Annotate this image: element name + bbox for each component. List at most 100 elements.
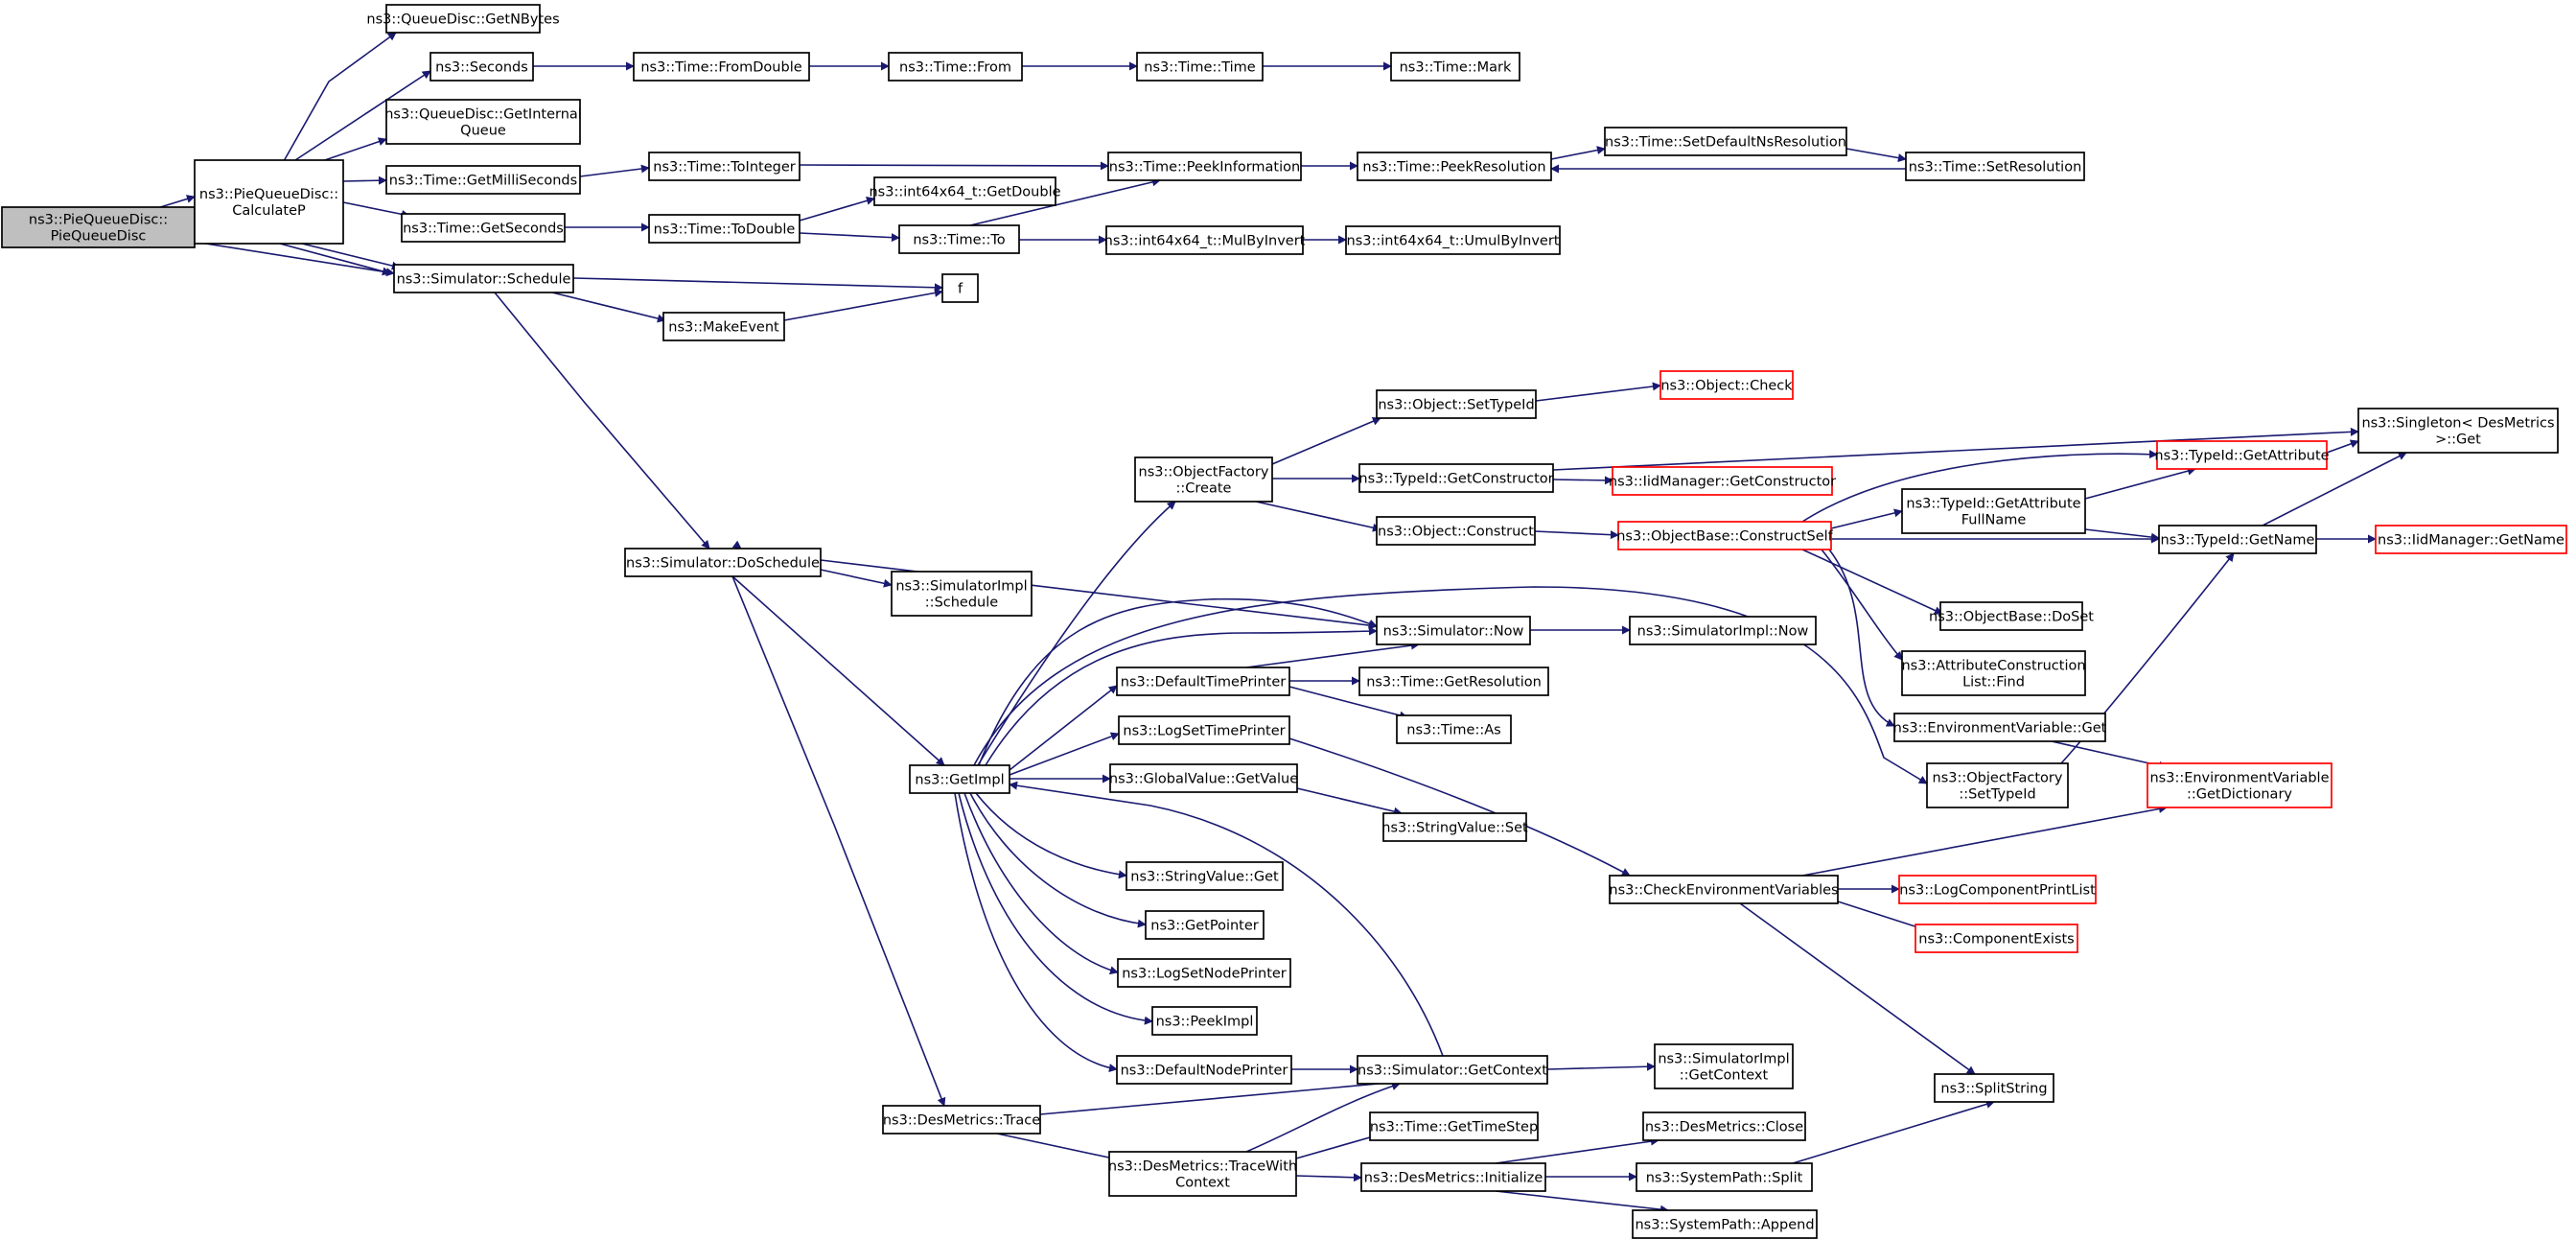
node-checkenv[interactable]: ns3::CheckEnvironmentVariables [1609,875,1839,904]
node-timeas[interactable]: ns3::Time::As [1396,714,1512,744]
edge-checkenv-to-compexists [1837,901,1928,932]
node-gettimeres[interactable]: ns3::Time::GetResolution [1358,667,1549,696]
node-getconstructor[interactable]: ns3::TypeId::GetConstructor [1358,463,1554,493]
node-label: ns3::IidManager::GetName [2378,533,2564,549]
edge-doschedule-to-destrace [731,575,946,1107]
node-objconstruct[interactable]: ns3::Object::Construct [1376,516,1536,546]
node-schedule[interactable]: ns3::Simulator::Schedule [393,264,574,293]
node-box [2156,440,2328,470]
node-gettimestep[interactable]: ns3::Time::GetTimeStep [1369,1111,1539,1141]
node-from[interactable]: ns3::Time::From [888,52,1023,82]
node-box [1145,910,1265,940]
edge-getimpl-to-getpointer [969,792,1147,928]
node-iidgetname[interactable]: ns3::IidManager::GetName [2375,525,2567,554]
node-sysappend[interactable]: ns3::SystemPath::Append [1632,1209,1818,1239]
node-getimpl[interactable]: ns3::GetImpl [909,764,1010,794]
node-logsetnode[interactable]: ns3::LogSetNodePrinter [1117,958,1291,988]
node-objfactsettypeid[interactable]: ns3::ObjectFactory::SetTypeId [1926,762,2069,808]
node-box [1934,1073,2054,1103]
node-label: Queue [460,124,506,139]
node-label: ns3::TypeId::GetName [2161,533,2315,549]
node-setdefns[interactable]: ns3::Time::SetDefaultNsResolution [1604,127,1847,156]
node-makeevent[interactable]: ns3::MakeEvent [662,312,785,341]
node-desclose[interactable]: ns3::DesMetrics::Close [1642,1111,1806,1141]
node-simimplnow[interactable]: ns3::SimulatorImpl::Now [1629,616,1817,645]
node-getnbytes[interactable]: ns3::QueueDisc::GetNBytes [366,4,560,34]
node-doset[interactable]: ns3::ObjectBase::DoSet [1929,601,2094,631]
node-logsettime[interactable]: ns3::LogSetTimePrinter [1118,715,1290,745]
node-label: ns3::ObjectBase::ConstructSelf [1616,529,1833,545]
node-iidgetconstructor[interactable]: ns3::IidManager::GetConstructor [1609,466,1836,496]
edge-simgetctx-to-simimplgetctx [1546,1062,1656,1071]
edge-todouble-to-getdouble [799,196,875,222]
node-umulbyinv[interactable]: ns3::int64x64_t::UmulByInvert [1345,225,1561,255]
node-simnow[interactable]: ns3::Simulator::Now [1376,616,1531,645]
node-peekres[interactable]: ns3::Time::PeekResolution [1357,152,1552,181]
node-strvalueset[interactable]: ns3::StringValue::Set [1381,812,1528,842]
node-simimplgetctx[interactable]: ns3::SimulatorImpl::GetContext [1654,1043,1794,1089]
node-compexists[interactable]: ns3::ComponentExists [1915,924,2078,953]
node-peekimpl[interactable]: ns3::PeekImpl [1151,1006,1258,1036]
node-mulbyinv[interactable]: ns3::int64x64_t::MulByInvert [1104,225,1306,255]
node-peekinfo[interactable]: ns3::Time::PeekInformation [1107,152,1302,181]
node-calc[interactable]: ns3::PieQueueDisc::CalculateP [194,159,344,245]
node-label: ns3::LogSetNodePrinter [1122,967,1287,982]
edge-constructself-to-attrconstfind [1821,549,1903,661]
node-getdouble[interactable]: ns3::int64x64_t::GetDouble [869,176,1061,206]
node-splitstring[interactable]: ns3::SplitString [1934,1073,2054,1103]
node-settypeid[interactable]: ns3::Object::SetTypeId [1376,389,1537,419]
node-label: ns3::Time::Mark [1400,60,1512,76]
node-box [1105,225,1304,255]
node-time[interactable]: ns3::Time::Time [1136,52,1264,82]
node-setres[interactable]: ns3::Time::SetResolution [1905,152,2085,181]
node-simimplsched[interactable]: ns3::SimulatorImpl::Schedule [891,571,1033,617]
node-label: >::Get [2435,433,2481,448]
node-fromdouble[interactable]: ns3::Time::FromDouble [633,52,810,82]
node-objfactcreate[interactable]: ns3::ObjectFactory::Create [1134,456,1273,503]
edge-calc-to-getnbytes [283,32,397,162]
node-label: ns3::SimulatorImpl [895,579,1027,595]
node-strvalueget[interactable]: ns3::StringValue::Get [1126,861,1284,891]
node-syssplit[interactable]: ns3::SystemPath::Split [1636,1162,1813,1192]
node-deftimeprinter[interactable]: ns3::DefaultTimePrinter [1116,667,1290,696]
edge-calc-to-getsec [342,201,410,219]
node-getpointer[interactable]: ns3::GetPointer [1145,910,1265,940]
node-getattribute[interactable]: ns3::TypeId::GetAttribute [2154,440,2330,470]
edge-settypeid-to-objcheck [1535,382,1661,402]
node-getmilli[interactable]: ns3::Time::GetMilliSeconds [385,165,581,195]
node-label: ns3::StringValue::Get [1130,870,1279,885]
node-label: ns3::SplitString [1940,1082,2047,1097]
node-constructself[interactable]: ns3::ObjectBase::ConstructSelf [1616,521,1834,550]
node-simgetctx[interactable]: ns3::Simulator::GetContext [1357,1055,1548,1085]
node-box [1905,152,2085,181]
node-desinit[interactable]: ns3::DesMetrics::Initialize [1360,1162,1546,1192]
node-getname[interactable]: ns3::TypeId::GetName [2158,525,2317,554]
node-seconds[interactable]: ns3::Seconds [429,52,534,82]
edge-deftimeprinter-to-simnow [1245,641,1420,668]
node-getsec[interactable]: ns3::Time::GetSeconds [401,213,566,243]
node-f[interactable]: f [941,273,979,303]
node-root[interactable]: ns3::PieQueueDisc::PieQueueDisc [1,206,196,248]
node-todouble[interactable]: ns3::Time::ToDouble [648,214,801,244]
node-mark[interactable]: ns3::Time::Mark [1390,52,1520,82]
node-box [662,312,785,341]
node-globalgetvalue[interactable]: ns3::GlobalValue::GetValue [1109,763,1298,793]
node-logcompprint[interactable]: ns3::LogComponentPrintList [1898,875,2097,904]
node-label: ns3::PieQueueDisc:: [29,213,168,228]
node-box [2147,762,2332,808]
node-envgetdict[interactable]: ns3::EnvironmentVariable::GetDictionary [2147,762,2332,808]
node-objcheck[interactable]: ns3::Object::Check [1659,370,1794,400]
edge-simgetctx-to-getimpl [1009,781,1444,1057]
node-defnodeprinter[interactable]: ns3::DefaultNodePrinter [1116,1055,1292,1085]
node-destrace[interactable]: ns3::DesMetrics::Trace [882,1105,1041,1135]
edge-schedule-to-makeevent [551,292,666,323]
node-tointeger[interactable]: ns3::Time::ToInteger [648,152,801,181]
node-to[interactable]: ns3::Time::To [898,224,1020,254]
node-singleton[interactable]: ns3::Singleton< DesMetrics >::Get [2357,408,2559,454]
node-doschedule[interactable]: ns3::Simulator::DoSchedule [624,548,822,577]
node-envget[interactable]: ns3::EnvironmentVariable::Get [1893,713,2107,742]
